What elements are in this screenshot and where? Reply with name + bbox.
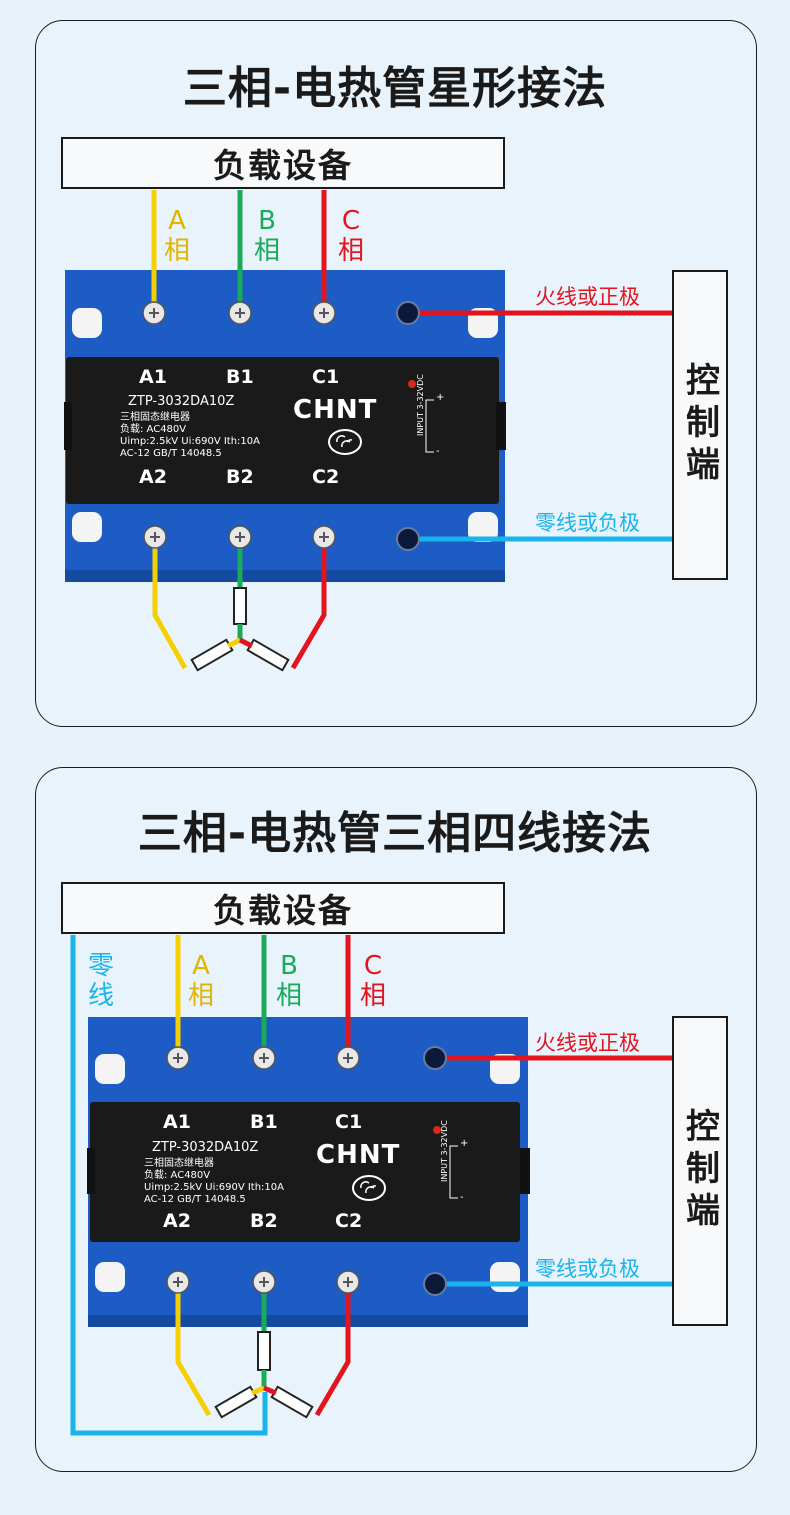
relay-label-plate — [90, 1102, 520, 1242]
terminal-screws-bottom — [166, 1270, 360, 1294]
terminal-label-a2: A2 — [139, 466, 167, 488]
output-a-wire — [152, 537, 188, 670]
control-terminal-minus — [396, 527, 420, 551]
four-wire-neutral-wire-label: 零线或负极 — [535, 1257, 640, 1281]
star-neutral-wire-label: 零线或负极 — [535, 511, 640, 535]
star-wiring-diagram — [64, 190, 675, 672]
terminal-screws-bottom — [143, 525, 336, 549]
heating-tube-c — [270, 1385, 314, 1419]
relay-side-tab-right — [520, 1148, 530, 1194]
four-wire-load-device-box: 负载设备 — [61, 882, 505, 934]
four-wire-panel-title: 三相-电热管三相四线接法 — [137, 808, 653, 859]
star-control-end-box: 控制端 — [672, 270, 728, 580]
relay-side-tab-left — [64, 402, 72, 450]
relay-side-tab-right — [496, 402, 506, 450]
relay-side-tab-left — [87, 1148, 95, 1194]
mount-hole-bottom-right — [490, 1262, 520, 1292]
heating-tube-a — [214, 1385, 258, 1419]
relay-brand-logo: CHNT — [293, 395, 378, 425]
four-wire-control-end-box: 控制端 — [672, 1016, 728, 1326]
terminal-label-a1: A1 — [139, 366, 167, 388]
terminal-screws-top — [166, 1046, 360, 1070]
mount-hole-bottom-left — [95, 1262, 125, 1292]
four-wire-neutral-label: 零线 — [87, 951, 114, 1011]
led-indicator — [433, 1126, 441, 1134]
relay-spec-block: 三相固态继电器 负载: AC480V Uimp:2.5kV Ui:690V It… — [144, 1158, 284, 1205]
input-minus-sign: - — [460, 1192, 464, 1203]
mount-hole-bottom-right — [468, 512, 498, 542]
star-load-device-box: 负载设备 — [61, 137, 505, 189]
output-a-wire — [175, 1282, 212, 1417]
output-c-wire — [314, 1282, 351, 1417]
terminal-label-b2: B2 — [226, 466, 254, 488]
terminal-label-b1: B1 — [226, 366, 254, 388]
relay-edge-shadow — [65, 570, 505, 582]
control-terminal-minus — [423, 1272, 447, 1296]
terminal-label-c2: C2 — [335, 1210, 363, 1232]
relay-input-label: INPUT 3-32VDC — [440, 1120, 449, 1182]
terminal-label-b1: B1 — [250, 1111, 278, 1133]
ccc-mark — [352, 1175, 386, 1201]
mount-hole-top-left — [72, 308, 102, 338]
terminal-screws-top — [142, 301, 336, 325]
relay-model-number: ZTP-3032DA10Z — [152, 1140, 259, 1155]
star-panel-title: 三相-电热管星形接法 — [182, 63, 608, 114]
star-live-wire-label: 火线或正极 — [535, 285, 640, 309]
led-indicator — [408, 380, 416, 388]
relay-spec-block: 三相固态继电器 负载: AC480V Uimp:2.5kV Ui:690V It… — [120, 412, 260, 459]
input-plus-sign: + — [460, 1138, 469, 1149]
input-plus-sign: + — [436, 392, 445, 403]
relay-label-plate — [66, 357, 499, 504]
neutral-return-wire — [70, 935, 268, 1436]
control-terminal-plus — [423, 1046, 447, 1070]
input-bracket — [449, 1145, 458, 1199]
mount-hole-top-right — [490, 1054, 520, 1084]
relay-edge-shadow — [88, 1315, 528, 1327]
terminal-label-b2: B2 — [250, 1210, 278, 1232]
input-minus-sign: - — [436, 446, 440, 457]
input-bracket — [425, 399, 434, 453]
terminal-label-c1: C1 — [335, 1111, 363, 1133]
mount-hole-bottom-left — [72, 512, 102, 542]
heating-tube-b — [257, 1331, 271, 1371]
terminal-label-a2: A2 — [163, 1210, 191, 1232]
relay-brand-logo: CHNT — [316, 1140, 401, 1170]
mount-hole-top-left — [95, 1054, 125, 1084]
control-terminal-plus — [396, 301, 420, 325]
relay-model-number: ZTP-3032DA10Z — [128, 394, 235, 409]
output-c-wire — [290, 537, 327, 670]
terminal-label-c2: C2 — [312, 466, 340, 488]
terminal-label-c1: C1 — [312, 366, 340, 388]
ccc-mark — [328, 429, 362, 455]
terminal-label-a1: A1 — [163, 1111, 191, 1133]
four-wire-live-wire-label: 火线或正极 — [535, 1031, 640, 1055]
